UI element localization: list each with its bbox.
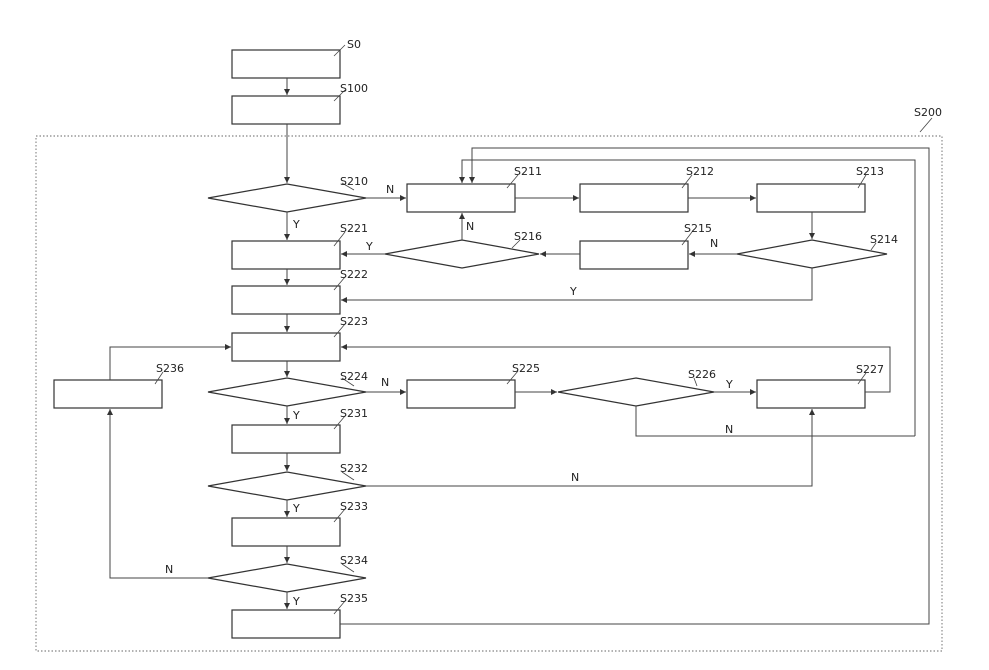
label-s210: S210: [340, 175, 368, 188]
label-s232: S232: [340, 462, 368, 475]
label-s226: S226: [688, 368, 716, 381]
branch-s224-no: N: [381, 376, 389, 389]
branch-s216-yes: Y: [365, 240, 373, 253]
branch-s232-no: N: [571, 471, 579, 484]
label-s223: S223: [340, 315, 368, 328]
label-s236: S236: [156, 362, 184, 375]
label-s224: S224: [340, 370, 368, 383]
step-s213: [757, 184, 865, 212]
decision-s226: [558, 378, 714, 406]
label-s216: S216: [514, 230, 542, 243]
label-s233: S233: [340, 500, 368, 513]
step-s0: [232, 50, 340, 78]
branch-s224-yes: Y: [292, 409, 300, 422]
label-s231: S231: [340, 407, 368, 420]
label-s211: S211: [514, 165, 542, 178]
decision-s214: [737, 240, 887, 268]
step-s100: [232, 96, 340, 124]
label-s235: S235: [340, 592, 368, 605]
step-s236: [54, 380, 162, 408]
branch-s234-yes: Y: [292, 595, 300, 608]
label-s214: S214: [870, 233, 898, 246]
label-s213: S213: [856, 165, 884, 178]
decision-s210: [208, 184, 366, 212]
label-s225: S225: [512, 362, 540, 375]
branch-s226-no: N: [725, 423, 733, 436]
label-s227: S227: [856, 363, 884, 376]
branch-s226-yes: Y: [725, 378, 733, 391]
branch-s234-no: N: [165, 563, 173, 576]
step-s212: [580, 184, 688, 212]
step-s233: [232, 518, 340, 546]
label-s234: S234: [340, 554, 368, 567]
branch-s214-yes: Y: [569, 285, 577, 298]
label-s215: S215: [684, 222, 712, 235]
label-s222: S222: [340, 268, 368, 281]
step-s227: [757, 380, 865, 408]
branch-s210-yes: Y: [292, 218, 300, 231]
label-s100: S100: [340, 82, 368, 95]
label-s200: S200: [914, 106, 942, 119]
label-s221: S221: [340, 222, 368, 235]
step-s225: [407, 380, 515, 408]
label-s0: S0: [347, 38, 361, 51]
step-s235: [232, 610, 340, 638]
label-s212: S212: [686, 165, 714, 178]
step-s211: [407, 184, 515, 212]
step-s231: [232, 425, 340, 453]
branch-s214-no: N: [710, 237, 718, 250]
step-s221: [232, 241, 340, 269]
step-s223: [232, 333, 340, 361]
branch-s210-no: N: [386, 183, 394, 196]
step-s222: [232, 286, 340, 314]
step-s215: [580, 241, 688, 269]
decision-s234: [208, 564, 366, 592]
branch-s232-yes: Y: [292, 502, 300, 515]
decision-s232: [208, 472, 366, 500]
branch-s216-no: N: [466, 220, 474, 233]
